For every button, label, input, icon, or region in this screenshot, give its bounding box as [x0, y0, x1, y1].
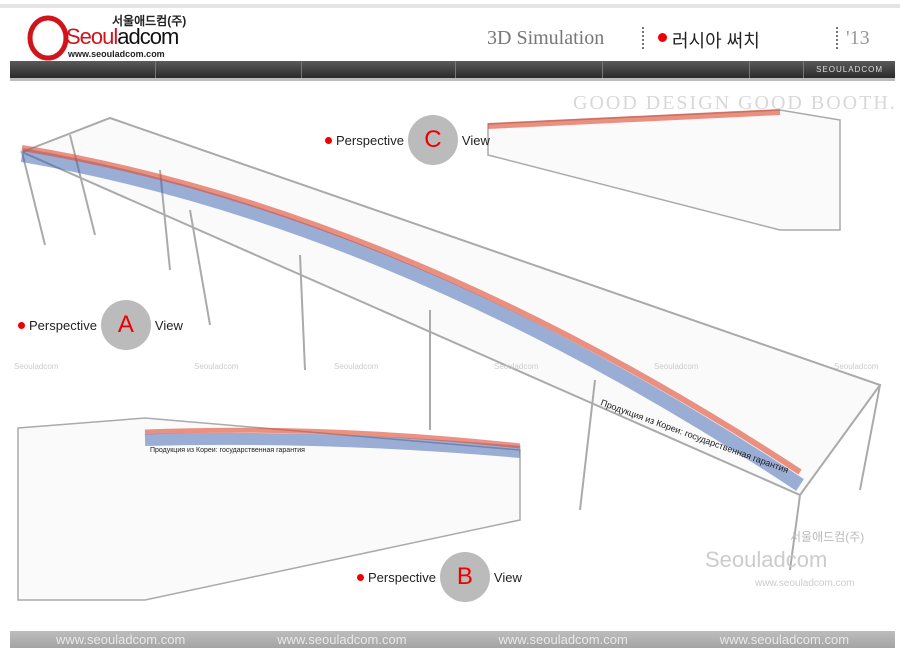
watermark-logo: Seouladcom [834, 362, 879, 371]
nav-brand[interactable]: SEOULADCOM [803, 61, 895, 78]
watermark-logo: Seouladcom [334, 362, 379, 371]
nav-bar: SEOULADCOM [10, 61, 895, 81]
watermark-logo: Seouladcom [194, 362, 239, 371]
view-badge: A [100, 300, 151, 350]
page-title: 3D Simulation [487, 27, 605, 49]
booth-renderings: Продукция из Кореи: государственная гара… [17, 109, 882, 601]
watermark-url: www.seouladcom.com [755, 578, 855, 589]
booth-view-c [487, 109, 841, 231]
bullet-icon [658, 33, 667, 42]
logo-url: www.seouladcom.com [68, 49, 165, 59]
banner-text: Продукция из Кореи: государственная гара… [150, 447, 305, 454]
footer-url[interactable]: www.seouladcom.com [498, 632, 628, 647]
booth-view-a [19, 116, 882, 571]
nav-cell[interactable] [156, 61, 302, 78]
watermark-logo: Seouladcom [654, 362, 699, 371]
nav-cell[interactable] [456, 61, 603, 78]
watermark-logo: Seouladcom [14, 362, 59, 371]
year: '13 [846, 27, 870, 49]
bullet-icon [18, 321, 25, 329]
nav-cell[interactable] [302, 61, 456, 78]
view-badge: B [439, 552, 490, 602]
view-badge: C [407, 115, 458, 165]
bullet-icon [325, 136, 332, 144]
logo-name: Seouladcom [66, 24, 179, 49]
watermark-slogan: GOOD DESIGN GOOD BOOTH. [573, 92, 897, 114]
nav-cell[interactable] [10, 61, 156, 78]
logo-swoosh-icon [27, 15, 69, 61]
nav-cell[interactable] [603, 61, 750, 78]
divider [642, 27, 644, 49]
footer-url[interactable]: www.seouladcom.com [277, 632, 407, 647]
divider [836, 27, 838, 49]
bullet-icon [357, 573, 364, 581]
logo-korean: 서울애드컴(주) [112, 14, 187, 28]
footer-url[interactable]: www.seouladcom.com [55, 632, 186, 647]
footer-url[interactable]: www.seouladcom.com [719, 632, 850, 647]
watermark-korean: 서울애드컴(주) [790, 530, 865, 544]
top-divider [0, 4, 900, 8]
watermark-logo-large: Seouladcom [705, 547, 828, 572]
page-subtitle: 러시아 써치 [672, 31, 760, 51]
footer-bar: www.seouladcom.com www.seouladcom.com ww… [10, 631, 895, 648]
watermark-logo: Seouladcom [494, 362, 539, 371]
booth-view-b [17, 417, 521, 601]
